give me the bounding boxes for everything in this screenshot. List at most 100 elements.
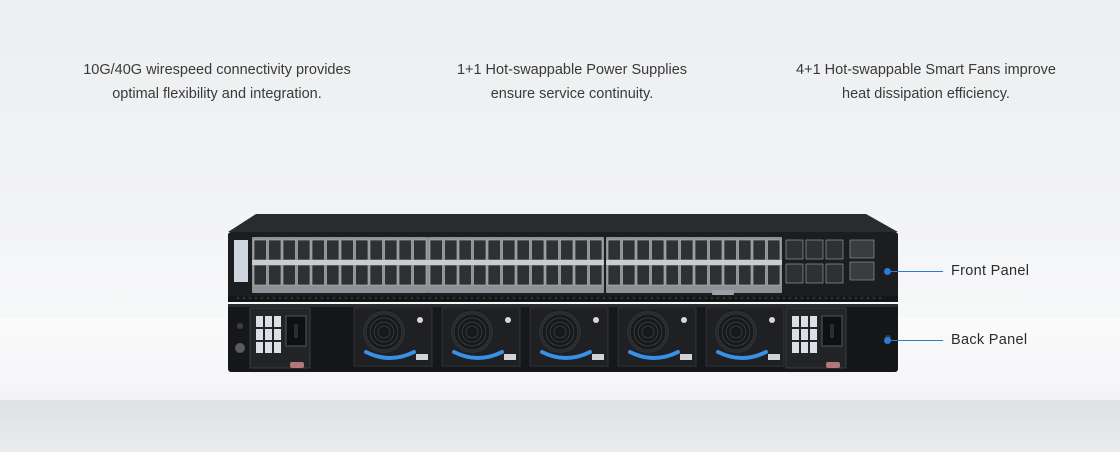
vent-hole [494, 296, 498, 300]
vent-hole [380, 296, 384, 300]
vent-hole [260, 296, 264, 300]
fan-handle [716, 350, 768, 360]
sfp-port [340, 264, 354, 286]
vent-hole [602, 296, 606, 300]
vent-hole [488, 296, 492, 300]
vent-hole [296, 296, 300, 300]
vent-hole [584, 296, 588, 300]
vent-hole [830, 296, 834, 300]
sfp-port [589, 239, 603, 261]
vent-hole [836, 296, 840, 300]
fan-latch [417, 317, 423, 323]
vent-hole [374, 296, 378, 300]
sfp-port [369, 264, 383, 286]
fan-grille-ring [717, 313, 755, 351]
vent-hole [500, 296, 504, 300]
vent-hole [818, 296, 822, 300]
sfp-port [607, 264, 621, 286]
sfp-port [531, 264, 545, 286]
back-panel [228, 304, 898, 372]
vent-hole [308, 296, 312, 300]
vent-hole [686, 296, 690, 300]
vent-hole [362, 296, 366, 300]
vent-hole [530, 296, 534, 300]
sfp-port [752, 264, 766, 286]
sfp-port [574, 239, 588, 261]
qsfp-port [805, 239, 824, 260]
qsfp-port [785, 263, 804, 284]
caption-line: 1+1 Hot-swappable Power Supplies [456, 62, 688, 78]
front-panel-leader [891, 271, 943, 272]
sfp-port [665, 264, 679, 286]
psu-grille [265, 329, 272, 340]
sfp-port [384, 264, 398, 286]
sfp-port [651, 239, 665, 261]
fan-grille-ring [721, 317, 751, 347]
fan-tag [504, 354, 516, 360]
vent-hole [680, 296, 684, 300]
fan-handle [628, 350, 680, 360]
fan-grille-ring [365, 313, 403, 351]
vent-hole [644, 296, 648, 300]
vent-hole [392, 296, 396, 300]
fan-grille-ring [549, 321, 571, 343]
psu-grille [256, 342, 263, 353]
vent-hole [752, 296, 756, 300]
vent-hole [608, 296, 612, 300]
vent-hole [542, 296, 546, 300]
back-panel-marker [884, 337, 891, 344]
fan-handle [540, 350, 592, 360]
fan-handle [364, 350, 416, 360]
psu-grille [274, 316, 281, 327]
fan-grille-ring [465, 325, 479, 339]
sfp-port [502, 239, 516, 261]
sfp-port [709, 239, 723, 261]
vent-hole [698, 296, 702, 300]
psu-grille [810, 329, 817, 340]
vent-hole [734, 296, 738, 300]
vent-hole [878, 296, 882, 300]
feature-caption-fans: 4+1 Hot-swappable Smart Fans improve hea… [756, 58, 1096, 106]
sfp-port [253, 239, 267, 261]
vent-hole [428, 296, 432, 300]
psu-grille [810, 342, 817, 353]
vent-hole [560, 296, 564, 300]
fan-latch [769, 317, 775, 323]
psu-grille [801, 329, 808, 340]
vent-hole [506, 296, 510, 300]
fan-latch [593, 317, 599, 323]
sfp-port [311, 264, 325, 286]
psu-grille [265, 316, 272, 327]
vent-hole [620, 296, 624, 300]
sfp-port [709, 264, 723, 286]
sfp-port [282, 239, 296, 261]
sfp-port [651, 264, 665, 286]
vent-hole [806, 296, 810, 300]
sfp-port [767, 264, 781, 286]
sfp-port [473, 264, 487, 286]
caption-line: heat dissipation efficiency. [842, 86, 1010, 102]
caption-line: 10G/40G wirespeed connectivity provides [83, 62, 351, 78]
vent-hole [548, 296, 552, 300]
vent-hole [632, 296, 636, 300]
management-port [849, 239, 875, 259]
sfp-port [694, 264, 708, 286]
vent-hole [302, 296, 306, 300]
sfp-port [680, 239, 694, 261]
vent-hole [476, 296, 480, 300]
psu-grille [265, 342, 272, 353]
sfp-port [694, 239, 708, 261]
vent-hole [422, 296, 426, 300]
front-panel-marker [884, 268, 891, 275]
vent-hole [848, 296, 852, 300]
vent-hole [866, 296, 870, 300]
vent-hole [794, 296, 798, 300]
caption-line: 4+1 Hot-swappable Smart Fans improve [796, 62, 1056, 78]
sfp-port [297, 239, 311, 261]
sfp-port [545, 239, 559, 261]
sfp-port [398, 239, 412, 261]
sfp-port [574, 264, 588, 286]
vent-hole [800, 296, 804, 300]
fan-grille-ring [377, 325, 391, 339]
sfp-port [473, 239, 487, 261]
